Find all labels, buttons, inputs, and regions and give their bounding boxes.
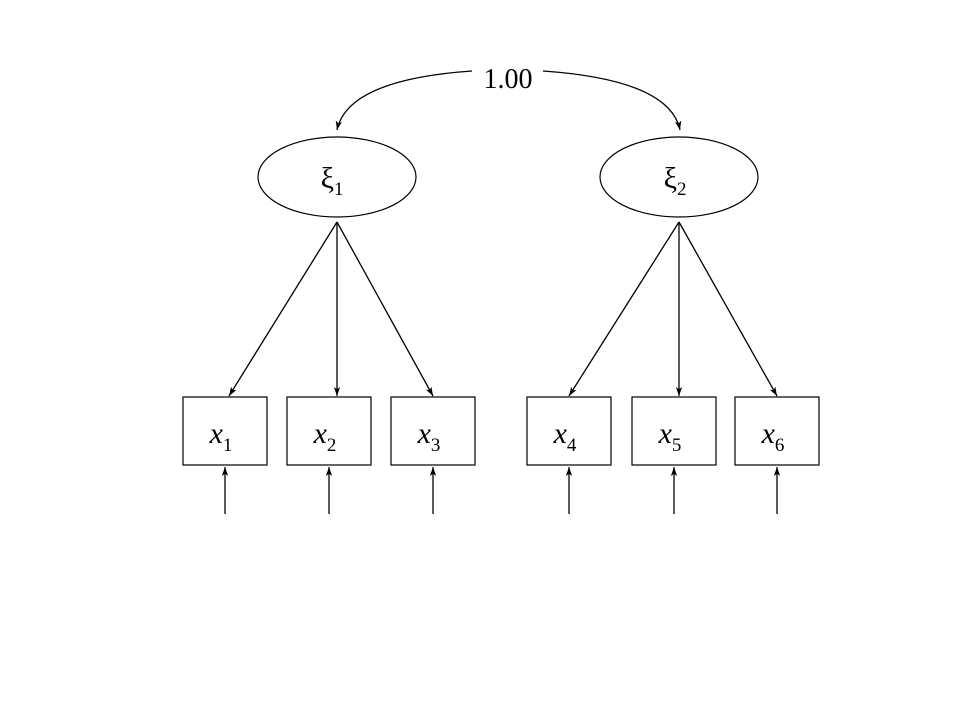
latent-ellipse bbox=[599, 136, 759, 218]
loading-arrow-x1 bbox=[228, 221, 338, 397]
indicator-x2: x2 bbox=[286, 396, 372, 466]
error-terms bbox=[221, 467, 781, 514]
factor-loadings bbox=[228, 221, 778, 397]
indicator-box bbox=[286, 396, 372, 466]
loading-arrow-x3 bbox=[336, 221, 434, 397]
indicator-x5: x5 bbox=[631, 396, 717, 466]
indicator-box bbox=[390, 396, 476, 466]
factor-correlation: 1.00 bbox=[335, 64, 682, 131]
indicator-x3: x3 bbox=[390, 396, 476, 466]
indicator-x6: x6 bbox=[734, 396, 820, 466]
indicator-label: x3 bbox=[417, 417, 441, 456]
loading-arrow-x4 bbox=[568, 221, 680, 397]
latent-factor-xi1: ξ1 bbox=[257, 136, 417, 218]
latent-label: ξ1 bbox=[321, 162, 344, 200]
correlation-curve-left bbox=[335, 70, 473, 131]
indicator-label: x4 bbox=[553, 417, 577, 456]
indicator-box bbox=[734, 396, 820, 466]
correlation-curve-right bbox=[542, 70, 682, 131]
indicator-label: x5 bbox=[658, 417, 682, 456]
indicator-box bbox=[631, 396, 717, 466]
indicator-box bbox=[182, 396, 268, 466]
indicator-label: x6 bbox=[761, 417, 785, 456]
indicator-x4: x4 bbox=[526, 396, 612, 466]
latent-label: ξ2 bbox=[664, 162, 687, 200]
correlation-label: 1.00 bbox=[484, 64, 533, 95]
latent-factor-xi2: ξ2 bbox=[599, 136, 759, 218]
indicator-label: x2 bbox=[313, 417, 337, 456]
latent-ellipse bbox=[257, 136, 417, 218]
indicator-label: x1 bbox=[209, 417, 233, 456]
indicator-x1: x1 bbox=[182, 396, 268, 466]
loading-arrow-x6 bbox=[678, 221, 778, 397]
indicator-box bbox=[526, 396, 612, 466]
